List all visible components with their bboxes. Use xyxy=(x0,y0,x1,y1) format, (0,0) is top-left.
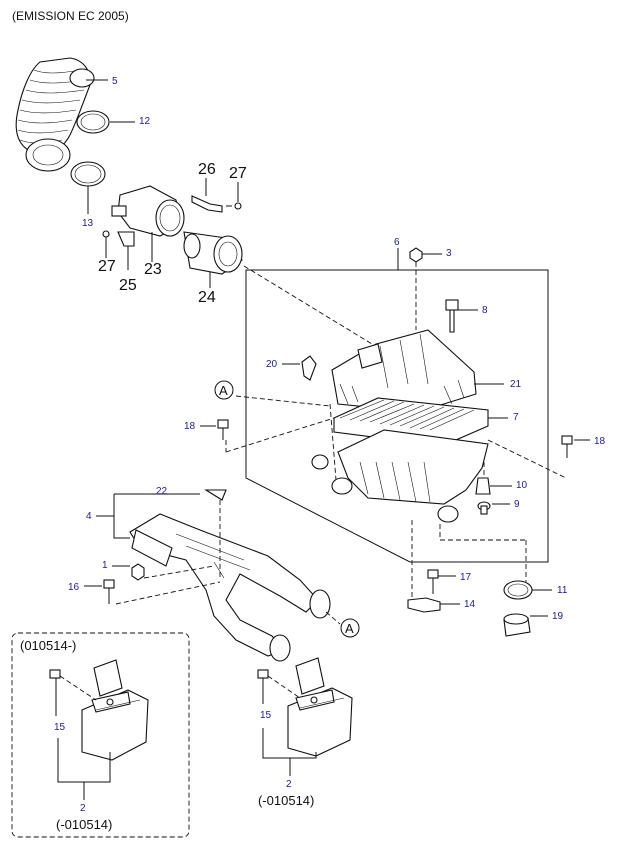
callout-15-left: 15 xyxy=(54,722,66,733)
callout-14: 14 xyxy=(464,599,476,610)
part-bracket-25 xyxy=(117,231,135,247)
part-filter-element-7 xyxy=(333,397,489,447)
part-bolt-18-right xyxy=(561,435,573,458)
part-intake-duct xyxy=(129,513,331,662)
ref-label-a-top: A xyxy=(219,383,228,398)
reference-a-top xyxy=(214,380,234,400)
callout-18-left: 18 xyxy=(184,421,196,432)
part-bolt-17 xyxy=(427,569,439,594)
callout-16: 16 xyxy=(68,582,80,593)
part-bracket-26 xyxy=(191,195,223,213)
left-variant-caption: (-010514) xyxy=(56,817,112,832)
air-cleaner-frame xyxy=(245,269,549,563)
callout-20: 20 xyxy=(266,359,278,370)
callout-8: 8 xyxy=(482,305,488,316)
callout-27-left: 27 xyxy=(98,258,116,275)
callout-15-right: 15 xyxy=(260,710,272,721)
reference-a-bottom xyxy=(340,618,360,638)
callout-27-top: 27 xyxy=(229,165,247,182)
callout-23: 23 xyxy=(144,261,162,278)
variant-box-label: (010514-) xyxy=(20,638,76,653)
callout-19: 19 xyxy=(552,611,564,622)
part-clip-20 xyxy=(301,355,317,381)
callout-4: 4 xyxy=(86,511,92,522)
part-clamp-12 xyxy=(76,110,110,134)
callout-13: 13 xyxy=(82,218,94,229)
callout-9: 9 xyxy=(514,499,520,510)
callout-26: 26 xyxy=(198,161,216,178)
part-intake-hose xyxy=(15,57,95,172)
part-clamp-13 xyxy=(70,161,106,187)
callout-24: 24 xyxy=(198,289,216,306)
callout-18-right: 18 xyxy=(594,436,606,447)
part-upper-housing-21 xyxy=(331,329,477,413)
callout-12: 12 xyxy=(139,116,151,127)
callout-17: 17 xyxy=(460,572,472,583)
variant-box xyxy=(11,632,190,838)
part-bolt-27-left xyxy=(102,230,110,246)
part-nut-3 xyxy=(409,247,423,263)
part-bolt-15-left xyxy=(49,669,97,701)
part-cap-19 xyxy=(503,613,531,637)
part-bolt-8 xyxy=(445,299,459,333)
callout-7: 7 xyxy=(513,412,519,423)
diagram-title: (EMISSION EC 2005) xyxy=(12,9,129,23)
part-bracket-14 xyxy=(407,597,441,613)
part-bolt-16 xyxy=(103,579,115,604)
callout-21: 21 xyxy=(510,379,522,390)
part-resonator-2-right xyxy=(287,657,353,757)
part-resonator-24 xyxy=(183,231,243,275)
part-collar-9 xyxy=(477,501,491,515)
part-bolt-18-left xyxy=(217,419,229,440)
assembly-dash-lines xyxy=(225,265,567,600)
part-bushing-10 xyxy=(475,477,491,495)
part-bolt-27-top xyxy=(226,202,242,210)
callout-25: 25 xyxy=(119,277,137,294)
callout-22: 22 xyxy=(156,486,168,497)
part-lower-housing xyxy=(311,429,489,523)
part-clamp-11 xyxy=(503,580,533,600)
ref-label-a-bottom: A xyxy=(345,621,354,636)
callout-6: 6 xyxy=(394,237,400,248)
right-variant-caption: (-010514) xyxy=(258,793,314,808)
callout-1: 1 xyxy=(102,560,108,571)
part-air-flow-sensor xyxy=(111,185,185,237)
callout-5: 5 xyxy=(112,76,118,87)
part-resonator-2-left xyxy=(81,659,149,761)
callout-2-left: 2 xyxy=(80,803,86,814)
part-bolt-15-right xyxy=(257,669,301,699)
callout-2-right: 2 xyxy=(286,779,292,790)
callout-3: 3 xyxy=(446,248,452,259)
callout-10: 10 xyxy=(516,480,528,491)
callout-11: 11 xyxy=(557,585,568,596)
part-duct-guide-22 xyxy=(204,489,227,501)
part-nut-1 xyxy=(131,563,145,581)
